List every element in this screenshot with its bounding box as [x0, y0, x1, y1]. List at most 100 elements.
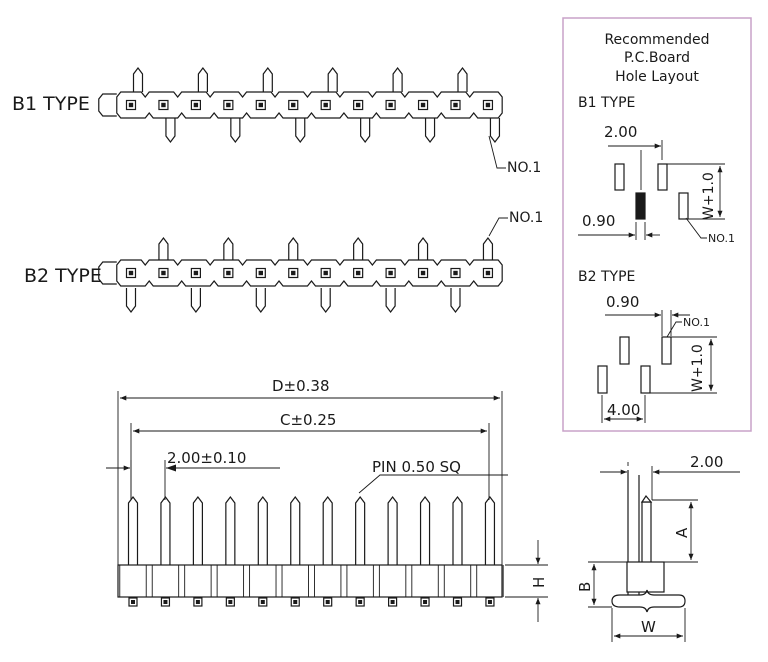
pin-square-outer	[450, 99, 461, 111]
pin-square-outer	[255, 267, 266, 279]
pin-square-outer	[288, 99, 299, 111]
pin	[484, 496, 496, 565]
pin	[230, 118, 241, 143]
front-pin-foot-inner	[423, 600, 428, 604]
pitch-arrow-head	[166, 464, 176, 472]
b2-no1-leader	[488, 217, 508, 237]
pin-square-outer	[125, 267, 137, 279]
b1-no1-label: NO.1	[507, 160, 541, 176]
pin	[320, 288, 331, 313]
pcb-b2-no1-leader	[666, 321, 682, 338]
pcb-title-line1: Recommended	[604, 32, 709, 48]
pcb-b1-no1-label: NO.1	[708, 232, 735, 245]
pin	[489, 118, 501, 143]
pin	[257, 496, 268, 565]
front-pin-foot	[258, 597, 268, 607]
side-bent-pins	[611, 589, 686, 613]
pin-square-outer	[417, 99, 429, 111]
front-pin-foot-inner	[228, 600, 233, 604]
pin-leader	[358, 474, 508, 494]
front-pin-foot-inner	[163, 600, 168, 604]
pcb-title-line3: Hole Layout	[615, 69, 699, 85]
front-pin-foot	[485, 597, 495, 607]
pin-square-inner	[161, 102, 166, 108]
front-pin-foot	[160, 597, 171, 607]
pin-square-inner	[485, 270, 491, 276]
pin	[223, 237, 234, 262]
pin-square-outer	[450, 267, 461, 279]
front-pin-foot	[128, 597, 138, 607]
pin-square-outer	[385, 99, 396, 111]
front-pin-foot-inner	[455, 600, 460, 604]
pin	[360, 118, 371, 143]
pitch-dim-label: 2.00±0.10	[167, 449, 246, 467]
pin	[452, 496, 463, 565]
pin	[132, 67, 144, 92]
pin	[392, 67, 403, 92]
pin-square-outer	[353, 267, 364, 279]
pin	[192, 496, 203, 565]
pin-square-inner	[323, 270, 328, 276]
pin-square-inner	[453, 102, 458, 108]
side-housing	[626, 561, 665, 593]
pin	[255, 288, 266, 313]
pin-square-inner	[453, 270, 458, 276]
pin	[262, 67, 273, 92]
pin	[417, 237, 429, 262]
pin-square-outer	[320, 267, 331, 279]
b2-type-label: B2 TYPE	[24, 265, 102, 287]
b1-hole	[614, 163, 625, 191]
pin-square-outer	[482, 267, 494, 279]
pin	[160, 496, 171, 565]
pin	[225, 496, 236, 565]
b-dim-label: B	[576, 582, 594, 592]
front-pin-foot-inner	[195, 600, 200, 604]
a-dim-label: A	[673, 527, 691, 538]
front-pin-foot-inner	[260, 600, 265, 604]
front-pin-foot	[420, 597, 430, 607]
pin-square-inner	[355, 270, 361, 276]
pin	[158, 237, 169, 262]
b1-hole-no1	[678, 192, 689, 220]
pin	[165, 118, 176, 143]
pin-square-inner	[420, 270, 426, 276]
b2-hole	[597, 365, 608, 394]
pin-square-outer	[190, 99, 201, 111]
front-pin-foot-inner	[293, 600, 298, 604]
front-view	[117, 496, 504, 607]
front-pin-foot-inner	[325, 600, 330, 604]
pin-square-outer	[125, 99, 137, 111]
pin-square-inner	[226, 270, 231, 276]
pin	[322, 496, 333, 565]
pin-square-inner	[128, 270, 134, 276]
pin-square-inner	[291, 270, 296, 276]
front-pin-foot	[225, 597, 235, 607]
pcb-hole-layout-panel: Recommended P.C.Board Hole Layout B1 TYP…	[562, 17, 752, 432]
pin	[419, 496, 431, 565]
pin	[288, 237, 299, 262]
pin-square-inner	[355, 102, 361, 108]
side-pitch-label: 2.00	[690, 453, 723, 471]
housing-end-lobe	[98, 93, 117, 117]
housing-end-lobe	[98, 261, 117, 285]
b1-hole	[657, 163, 668, 191]
pin-square-outer	[190, 267, 201, 279]
b2-hole	[619, 336, 630, 365]
pin-square-inner	[388, 270, 393, 276]
pin	[290, 496, 301, 565]
b1-no1-leader	[488, 135, 506, 169]
pin-square-outer	[288, 267, 299, 279]
front-pin-foot	[193, 597, 203, 607]
pin-square-outer	[223, 267, 234, 279]
front-pin-foot-inner	[358, 600, 363, 604]
pin-square-outer	[255, 99, 266, 111]
pin	[457, 67, 468, 92]
b2-no1-label: NO.1	[509, 210, 543, 226]
pin-square-inner	[420, 102, 426, 108]
pin-square-outer	[353, 99, 364, 111]
b1-hole-value: 0.90	[582, 212, 615, 230]
front-pin-foot-inner	[487, 600, 492, 604]
pin-square-inner	[258, 102, 263, 108]
